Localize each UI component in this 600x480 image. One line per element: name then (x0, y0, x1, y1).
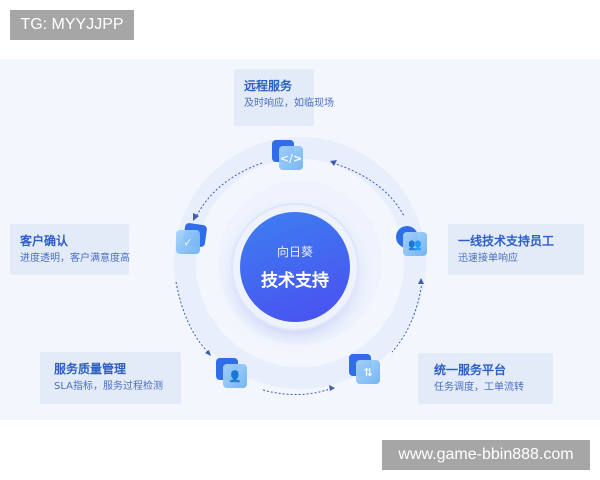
arrow-top-left (195, 162, 263, 218)
arrow-bottom (262, 387, 334, 396)
center-circle: 向日葵 技术支持 (240, 212, 350, 322)
flow-icon: ⇅ (356, 360, 380, 384)
node-desc: 及时响应，如临现场 (244, 98, 334, 109)
check-icon: ✓ (176, 230, 200, 254)
node-icon-quality: 👤 (216, 358, 247, 388)
arrow-right-bottom (391, 281, 423, 353)
node-icon-remote: </> (272, 140, 303, 170)
node-title: 远程服务 (244, 79, 293, 93)
node-icon-staff: 👥 (396, 226, 427, 256)
node-title: 统一服务平台 (434, 363, 507, 377)
code-icon: </> (279, 146, 303, 170)
team-icon: 👥 (403, 232, 427, 256)
node-quality-management: 服务质量管理 SLA指标，服务过程检测 (40, 352, 181, 404)
node-desc: SLA指标，服务过程检测 (54, 381, 163, 392)
node-unified-platform: 统一服务平台 任务调度，工单流转 (418, 353, 553, 404)
node-desc: 进度透明，客户满意度高 (20, 253, 130, 264)
node-title: 客户确认 (20, 234, 69, 248)
arrow-top-right (332, 162, 405, 217)
node-icon-platform: ⇅ (349, 354, 380, 384)
watermark-bottom: www.game-bbin888.com (382, 440, 590, 470)
node-title: 一线技术支持员工 (458, 234, 555, 248)
node-desc: 迅速接单响应 (458, 253, 518, 264)
node-customer-confirm: 客户确认 进度透明，客户满意度高 (10, 224, 130, 275)
center-title: 技术支持 (261, 271, 329, 291)
node-title: 服务质量管理 (54, 362, 127, 376)
node-remote-service: 远程服务 及时响应，如临现场 (234, 69, 334, 126)
user-icon: 👤 (223, 364, 247, 388)
node-frontline-staff: 一线技术支持员工 迅速接单响应 (448, 224, 584, 275)
watermark-top: TG: MYYJJPP (10, 10, 134, 40)
arrow-left-bottom (175, 281, 211, 355)
center-subtitle: 向日葵 (276, 245, 313, 259)
node-icon-confirm: ✓ (176, 222, 208, 254)
node-desc: 任务调度，工单流转 (434, 382, 524, 393)
